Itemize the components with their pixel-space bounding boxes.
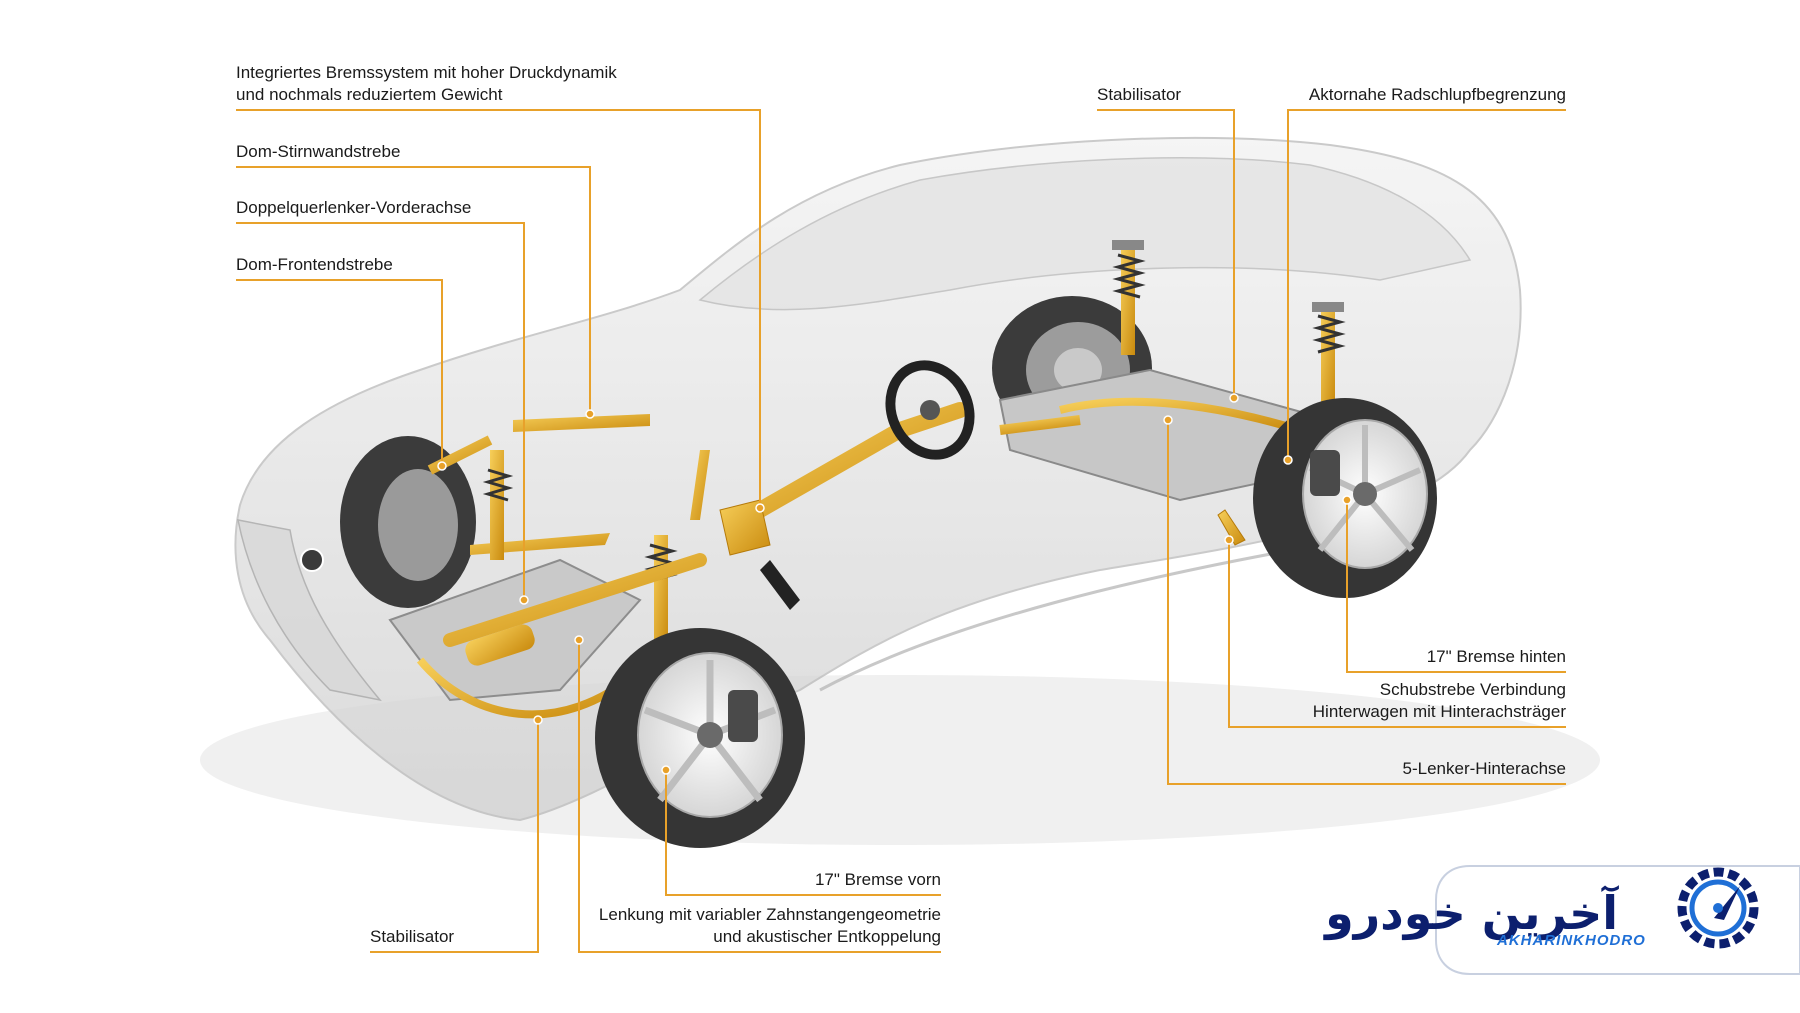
leader-stabilisator-rear xyxy=(1097,109,1235,398)
label-lenkung: Lenkung mit variabler Zahnstangengeometr… xyxy=(560,904,941,948)
leader-endpoints xyxy=(437,393,1352,775)
label-radschlupf: Aktornahe Radschlupfbegrenzung xyxy=(1308,85,1566,104)
steering-rack xyxy=(443,553,707,647)
label-5-lenker-hinterachse: 5-Lenker-Hinterachse xyxy=(1402,759,1566,778)
leader-radschlupf xyxy=(1287,109,1566,460)
label-bremse-vorn: 17" Bremse vorn xyxy=(814,870,941,889)
label-schubstrebe: Schubstrebe Verbindung Hinterwagen mit H… xyxy=(1266,679,1566,723)
leader-stabilisator-front xyxy=(370,720,539,953)
leader-lines xyxy=(236,109,1566,953)
label-schubstrebe-line2: Hinterwagen mit Hinterachsträger xyxy=(1312,702,1566,721)
label-bremse-hinten: 17" Bremse hinten xyxy=(1426,647,1566,666)
rear-stabilisator xyxy=(1059,397,1302,434)
label-bremssystem: Integriertes Bremssystem mit hoher Druck… xyxy=(236,62,617,106)
leader-lenkung xyxy=(578,640,941,953)
pedal-box xyxy=(760,560,800,610)
label-bremssystem-line1: Integriertes Bremssystem mit hoher Druck… xyxy=(236,63,617,82)
leader-dom-stirnwand xyxy=(236,166,591,414)
label-lenkung-line2: und akustischer Entkoppelung xyxy=(713,927,941,946)
leader-5-lenker xyxy=(1167,420,1566,785)
brake-unit xyxy=(719,499,771,556)
logo-text-persian: آخرین خودرو xyxy=(1325,886,1619,940)
label-dom-stirnwandstrebe: Dom-Stirnwandstrebe xyxy=(236,142,401,161)
rear-shock-right xyxy=(1312,302,1346,408)
dom-stirnwandstrebe xyxy=(513,414,650,432)
label-stabilisator-front: Stabilisator xyxy=(370,927,455,946)
front-near-wheel xyxy=(595,628,805,848)
label-bremssystem-line2: und nochmals reduziertem Gewicht xyxy=(236,85,503,104)
logo-text-english: AKHARINKHODRO xyxy=(1497,932,1646,949)
car-front xyxy=(237,519,382,702)
leader-bremse-hinten xyxy=(1346,500,1566,673)
rear-near-wheel xyxy=(1253,398,1437,598)
rear-link-lower xyxy=(999,415,1081,435)
label-doppelquerlenker: Doppelquerlenker-Vorderachse xyxy=(236,198,472,217)
car-windows xyxy=(698,157,1472,311)
front-far-wheel xyxy=(340,436,476,608)
rear-schubstrebe xyxy=(1217,509,1246,546)
leader-schubstrebe xyxy=(1228,540,1566,728)
front-shock-left xyxy=(482,450,514,560)
label-dom-frontendstrebe: Dom-Frontendstrebe xyxy=(236,255,393,274)
leader-bremssystem xyxy=(236,109,761,508)
leader-dom-front xyxy=(236,279,443,466)
front-crossbar xyxy=(470,533,610,555)
leader-doppelquerlenker xyxy=(236,222,525,600)
rack-motor xyxy=(465,624,535,666)
label-lenkung-line1: Lenkung mit variabler Zahnstangengeometr… xyxy=(598,905,941,924)
label-stabilisator-rear: Stabilisator xyxy=(1097,85,1182,104)
leader-bremse-vorn xyxy=(665,770,941,896)
rear-shock-left xyxy=(1112,240,1146,355)
label-schubstrebe-line1: Schubstrebe Verbindung xyxy=(1379,680,1566,699)
car-sill xyxy=(819,543,1321,692)
front-strut-column xyxy=(690,450,710,520)
gear-speedometer-icon xyxy=(1677,867,1759,949)
front-logo xyxy=(300,548,324,572)
steering-wheel xyxy=(885,360,975,460)
